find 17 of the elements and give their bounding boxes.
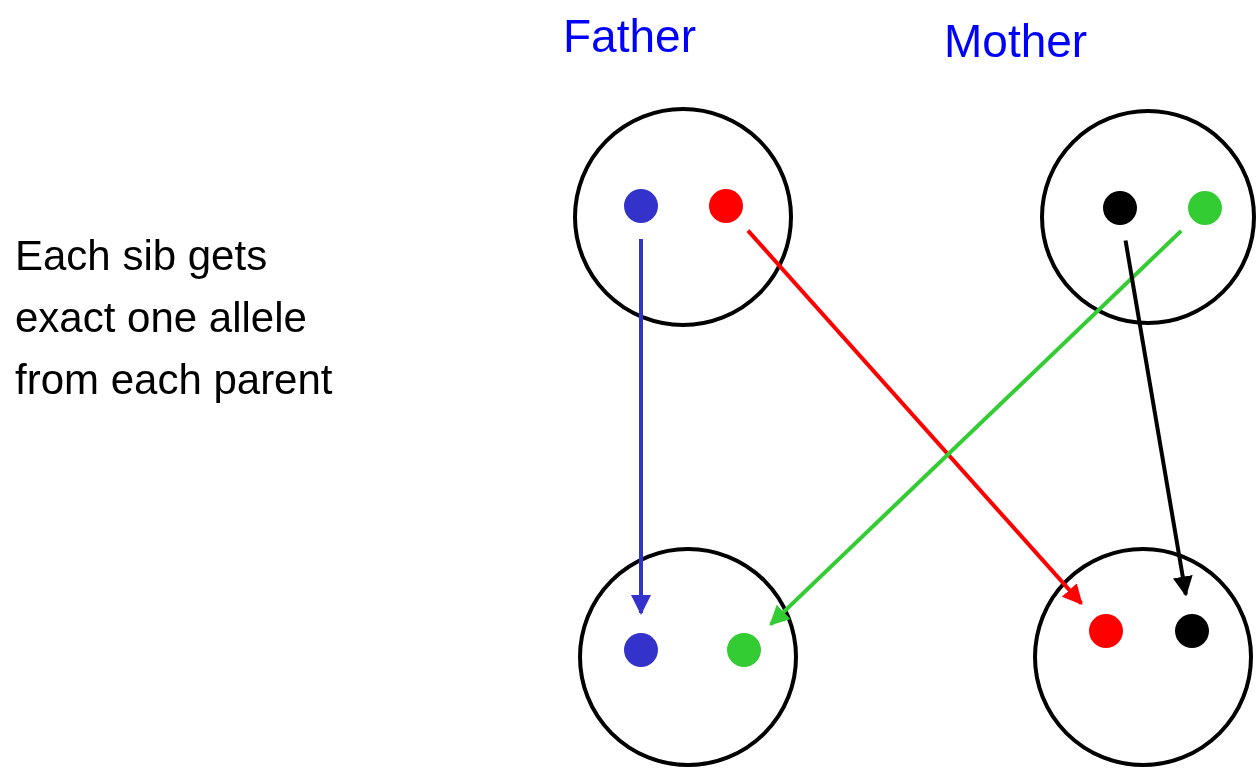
allele-dot: [727, 633, 761, 667]
arrow: [1123, 240, 1193, 597]
circle-heading: Mother: [944, 15, 1088, 67]
circle-heading: Father: [563, 10, 696, 62]
allele-dot: [709, 189, 743, 223]
allele-dot: [1175, 614, 1209, 648]
allele-dot: [624, 189, 658, 223]
arrow: [746, 229, 1083, 605]
allele-dot: [1089, 614, 1123, 648]
arrow: [769, 229, 1183, 626]
allele-dot: [1188, 191, 1222, 225]
allele-dot: [1103, 191, 1137, 225]
note-text: Each sib gets exact one allele from each parent: [15, 231, 334, 405]
cell-circle: [578, 547, 798, 767]
allele-dot: [624, 633, 658, 667]
cell-circle: [1033, 547, 1253, 767]
arrow: [631, 239, 651, 615]
